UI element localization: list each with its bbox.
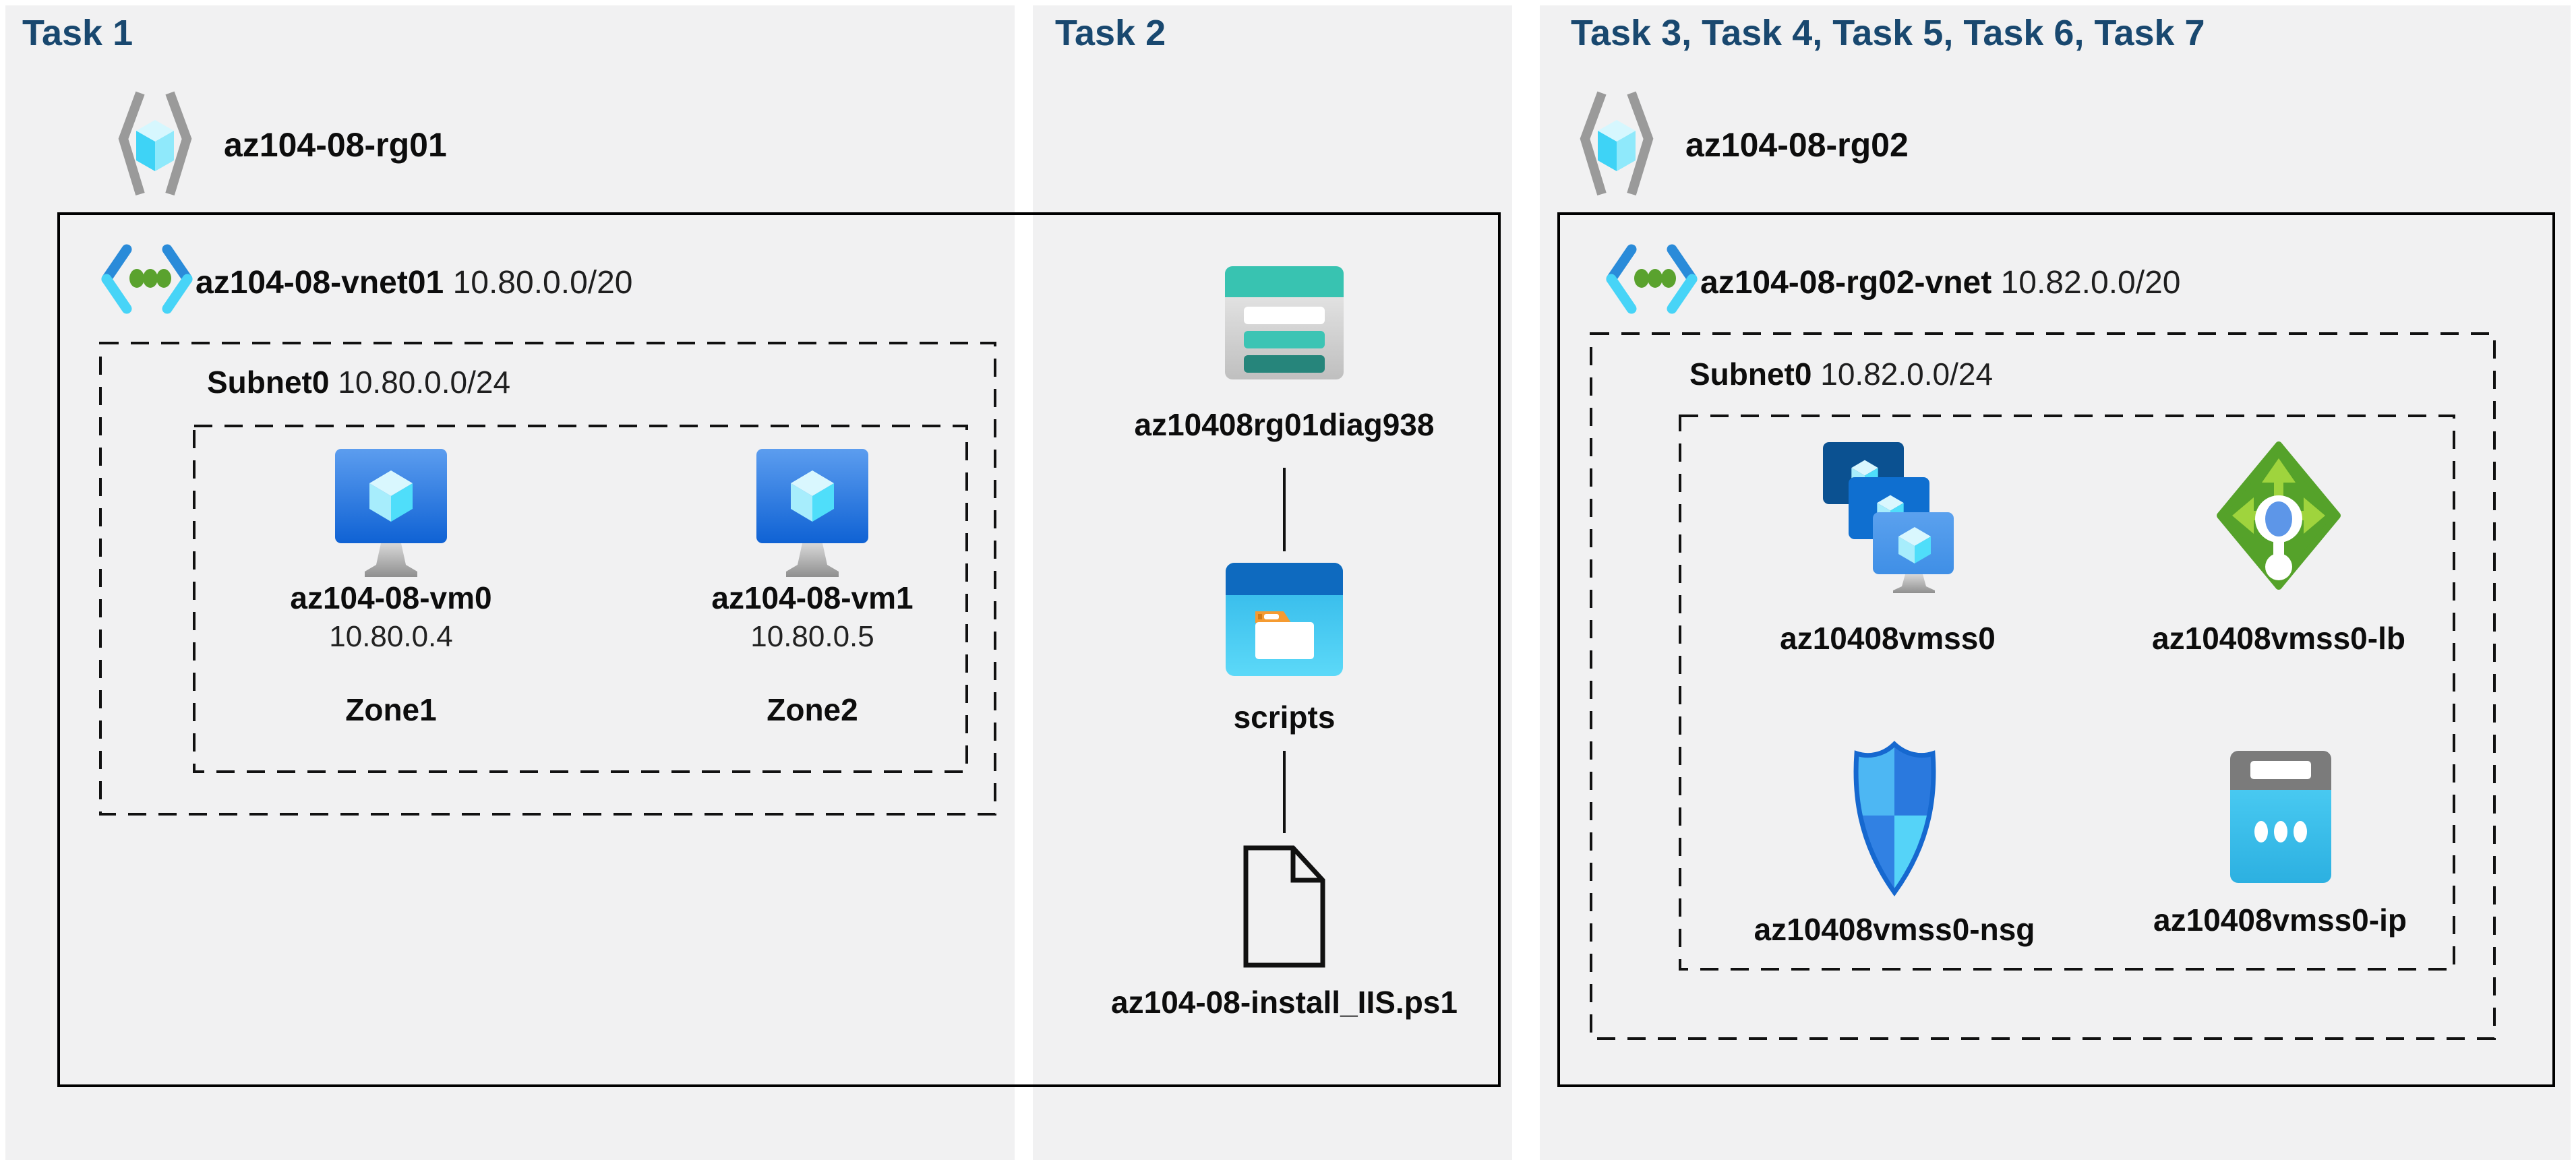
script-file-name: az104-08-install_IIS.ps1 (1111, 985, 1458, 1020)
storage-account-icon (1225, 266, 1344, 379)
load-balancer-name: az10408vmss0-lb (2152, 621, 2405, 656)
public-ip-icon (2229, 751, 2331, 883)
subnet1-dashed-box (99, 342, 996, 816)
vnet2-boundary-box (1557, 212, 2555, 1087)
vm-zone: Zone2 (767, 692, 858, 727)
vmss-name: az10408vmss0 (1780, 621, 1996, 656)
vnet-name: az104-08-vnet01 10.80.0.0/20 (196, 265, 633, 301)
panel-task3 (1540, 5, 2571, 1160)
script-file-node: az104-08-install_IIS.ps1 (1042, 844, 1527, 1020)
vm-name: az104-08-vm1 (711, 580, 913, 615)
load-balancer-node: az10408vmss0-lb (2124, 439, 2434, 656)
scripts-container-name: scripts (1233, 700, 1336, 735)
load-balancer-icon (2217, 441, 2341, 590)
vm-scale-set-icon (1823, 442, 1954, 593)
nsg-name: az10408vmss0-nsg (1754, 912, 2035, 947)
panel-task1 (5, 5, 1015, 1160)
network-security-group-icon (1853, 741, 1936, 896)
scripts-container-node: scripts (1042, 561, 1527, 735)
vnet1-boundary-box (57, 212, 1501, 1087)
storage-account-node: az10408rg01diag938 (1042, 265, 1527, 443)
file-document-icon (1243, 845, 1325, 968)
public-ip-node: az10408vmss0-ip (2125, 749, 2435, 938)
task3-title: Task 3, Task 4, Task 5, Task 6, Task 7 (1571, 13, 2205, 53)
subnet-label: Subnet0 10.80.0.0/24 (207, 365, 511, 400)
vm-group-dashed-box (193, 425, 968, 773)
task1-title: Task 1 (22, 13, 133, 53)
virtual-network-icon (101, 244, 193, 314)
nsg-node: az10408vmss0-nsg (1739, 740, 2049, 948)
subnet2-dashed-box (1590, 332, 2496, 1040)
public-ip-name: az10408vmss0-ip (2153, 902, 2407, 938)
scripts-folder-icon (1226, 563, 1343, 676)
resource-group-name: az104-08-rg01 (224, 126, 447, 164)
vm1-node: az104-08-vm1 10.80.0.5 Zone2 (678, 448, 947, 728)
virtual-network-icon (1606, 244, 1698, 314)
task2-title: Task 2 (1055, 13, 1166, 53)
subnet-label: Subnet0 10.82.0.0/24 (1689, 357, 1994, 392)
resource-group-icon (118, 91, 192, 196)
vmss-group-dashed-box (1679, 415, 2455, 971)
vm0-node: az104-08-vm0 10.80.0.4 Zone1 (256, 448, 526, 728)
storage-account-name: az10408rg01diag938 (1134, 407, 1435, 442)
resource-group-name: az104-08-rg02 (1685, 126, 1909, 164)
vm-name: az104-08-vm0 (290, 580, 492, 615)
vmss-node: az10408vmss0 (1733, 439, 2043, 656)
vnet-name: az104-08-rg02-vnet 10.82.0.0/20 (1700, 265, 2181, 301)
resource-group-icon (1580, 91, 1654, 196)
virtual-machine-icon (335, 449, 447, 577)
vm-ip: 10.80.0.4 (329, 620, 453, 653)
virtual-machine-icon (756, 449, 868, 577)
vm-zone: Zone1 (345, 692, 437, 727)
connector-scripts-file (1283, 751, 1286, 833)
connector-storage-scripts (1283, 468, 1286, 551)
vm-ip: 10.80.0.5 (750, 620, 874, 653)
